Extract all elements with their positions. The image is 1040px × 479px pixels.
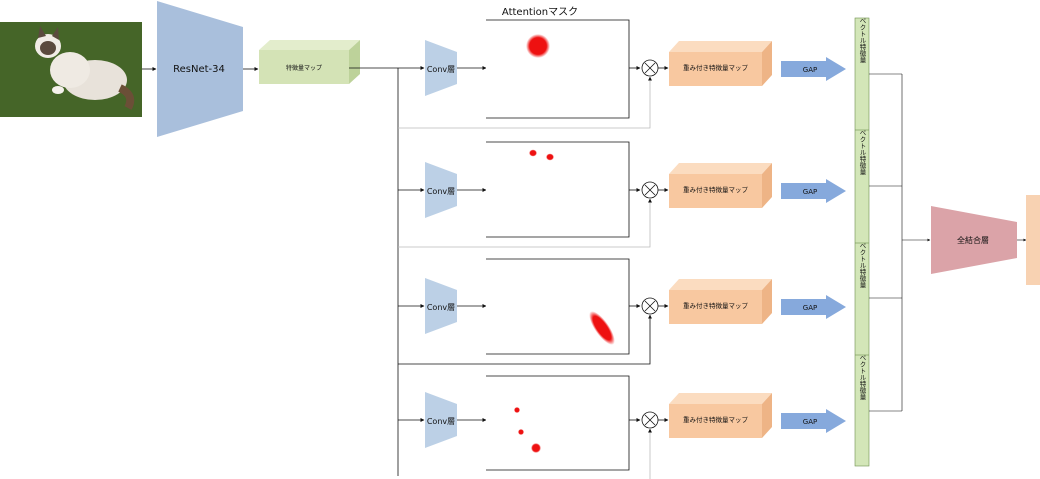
vector-feature-label: ベクトル特徴量 xyxy=(858,242,866,288)
gap-arrow xyxy=(781,179,846,203)
attention-spot xyxy=(514,407,520,413)
feature-map-label: 特徴量マップ xyxy=(286,64,322,72)
branch-4: Conv層 重み付き特徴量マップ GAP xyxy=(398,375,846,479)
attention-mask-frame xyxy=(486,376,629,470)
resnet-block xyxy=(157,1,243,137)
weighted-map-label: 重み付き特徴量マップ xyxy=(683,301,749,310)
gap-label: GAP xyxy=(803,188,817,196)
weighted-map-label: 重み付き特徴量マップ xyxy=(683,185,749,194)
branch-2: Conv層 重み付き特徴量マップ GAP xyxy=(398,141,846,248)
conv-block xyxy=(425,278,457,334)
fc-label: 全結合層 xyxy=(957,235,989,245)
gap-label: GAP xyxy=(803,418,817,426)
weighted-map-label: 重み付き特徴量マップ xyxy=(683,415,749,424)
resnet-label: ResNet-34 xyxy=(173,64,225,75)
fc-block xyxy=(931,206,1017,274)
weighted-feature-map xyxy=(669,52,762,86)
branch-1: Conv層 重み付き特徴量マップ GAP xyxy=(398,19,846,129)
output-block xyxy=(1026,195,1040,285)
gap-label: GAP xyxy=(803,304,817,312)
attention-spot xyxy=(531,443,541,453)
vector-feature-label: ベクトル特徴量 xyxy=(858,129,866,175)
conv-label: Conv層 xyxy=(427,417,455,426)
vector-feature-label: ベクトル特徴量 xyxy=(858,354,866,400)
vector-feature-label: ベクトル特徴量 xyxy=(858,17,866,63)
gap-label: GAP xyxy=(803,66,817,74)
gap-arrow xyxy=(781,409,846,433)
attention-spot xyxy=(546,153,554,161)
attention-mask-frame xyxy=(486,142,629,237)
attention-spot xyxy=(529,149,537,157)
feature-map-box xyxy=(259,40,360,84)
conv-block xyxy=(425,392,457,448)
conv-block xyxy=(425,40,457,96)
attention-spot xyxy=(589,311,615,345)
weighted-feature-map xyxy=(669,174,762,208)
weighted-feature-map xyxy=(669,290,762,324)
gap-arrow xyxy=(781,57,846,81)
attention-spot xyxy=(526,34,550,58)
conv-label: Conv層 xyxy=(427,303,455,312)
weighted-map-label: 重み付き特徴量マップ xyxy=(683,63,749,72)
gap-arrow xyxy=(781,295,846,319)
attention-mask-title: Attentionマスク xyxy=(502,6,578,18)
conv-block xyxy=(425,162,457,218)
conv-label: Conv層 xyxy=(427,187,455,196)
attention-mask-frame xyxy=(486,20,629,118)
input-image xyxy=(0,22,142,117)
conv-label: Conv層 xyxy=(427,65,455,74)
weighted-feature-map xyxy=(669,404,762,438)
attention-spot xyxy=(518,429,524,435)
branch-3: Conv層 重み付き特徴量マップ GAP xyxy=(398,258,846,365)
